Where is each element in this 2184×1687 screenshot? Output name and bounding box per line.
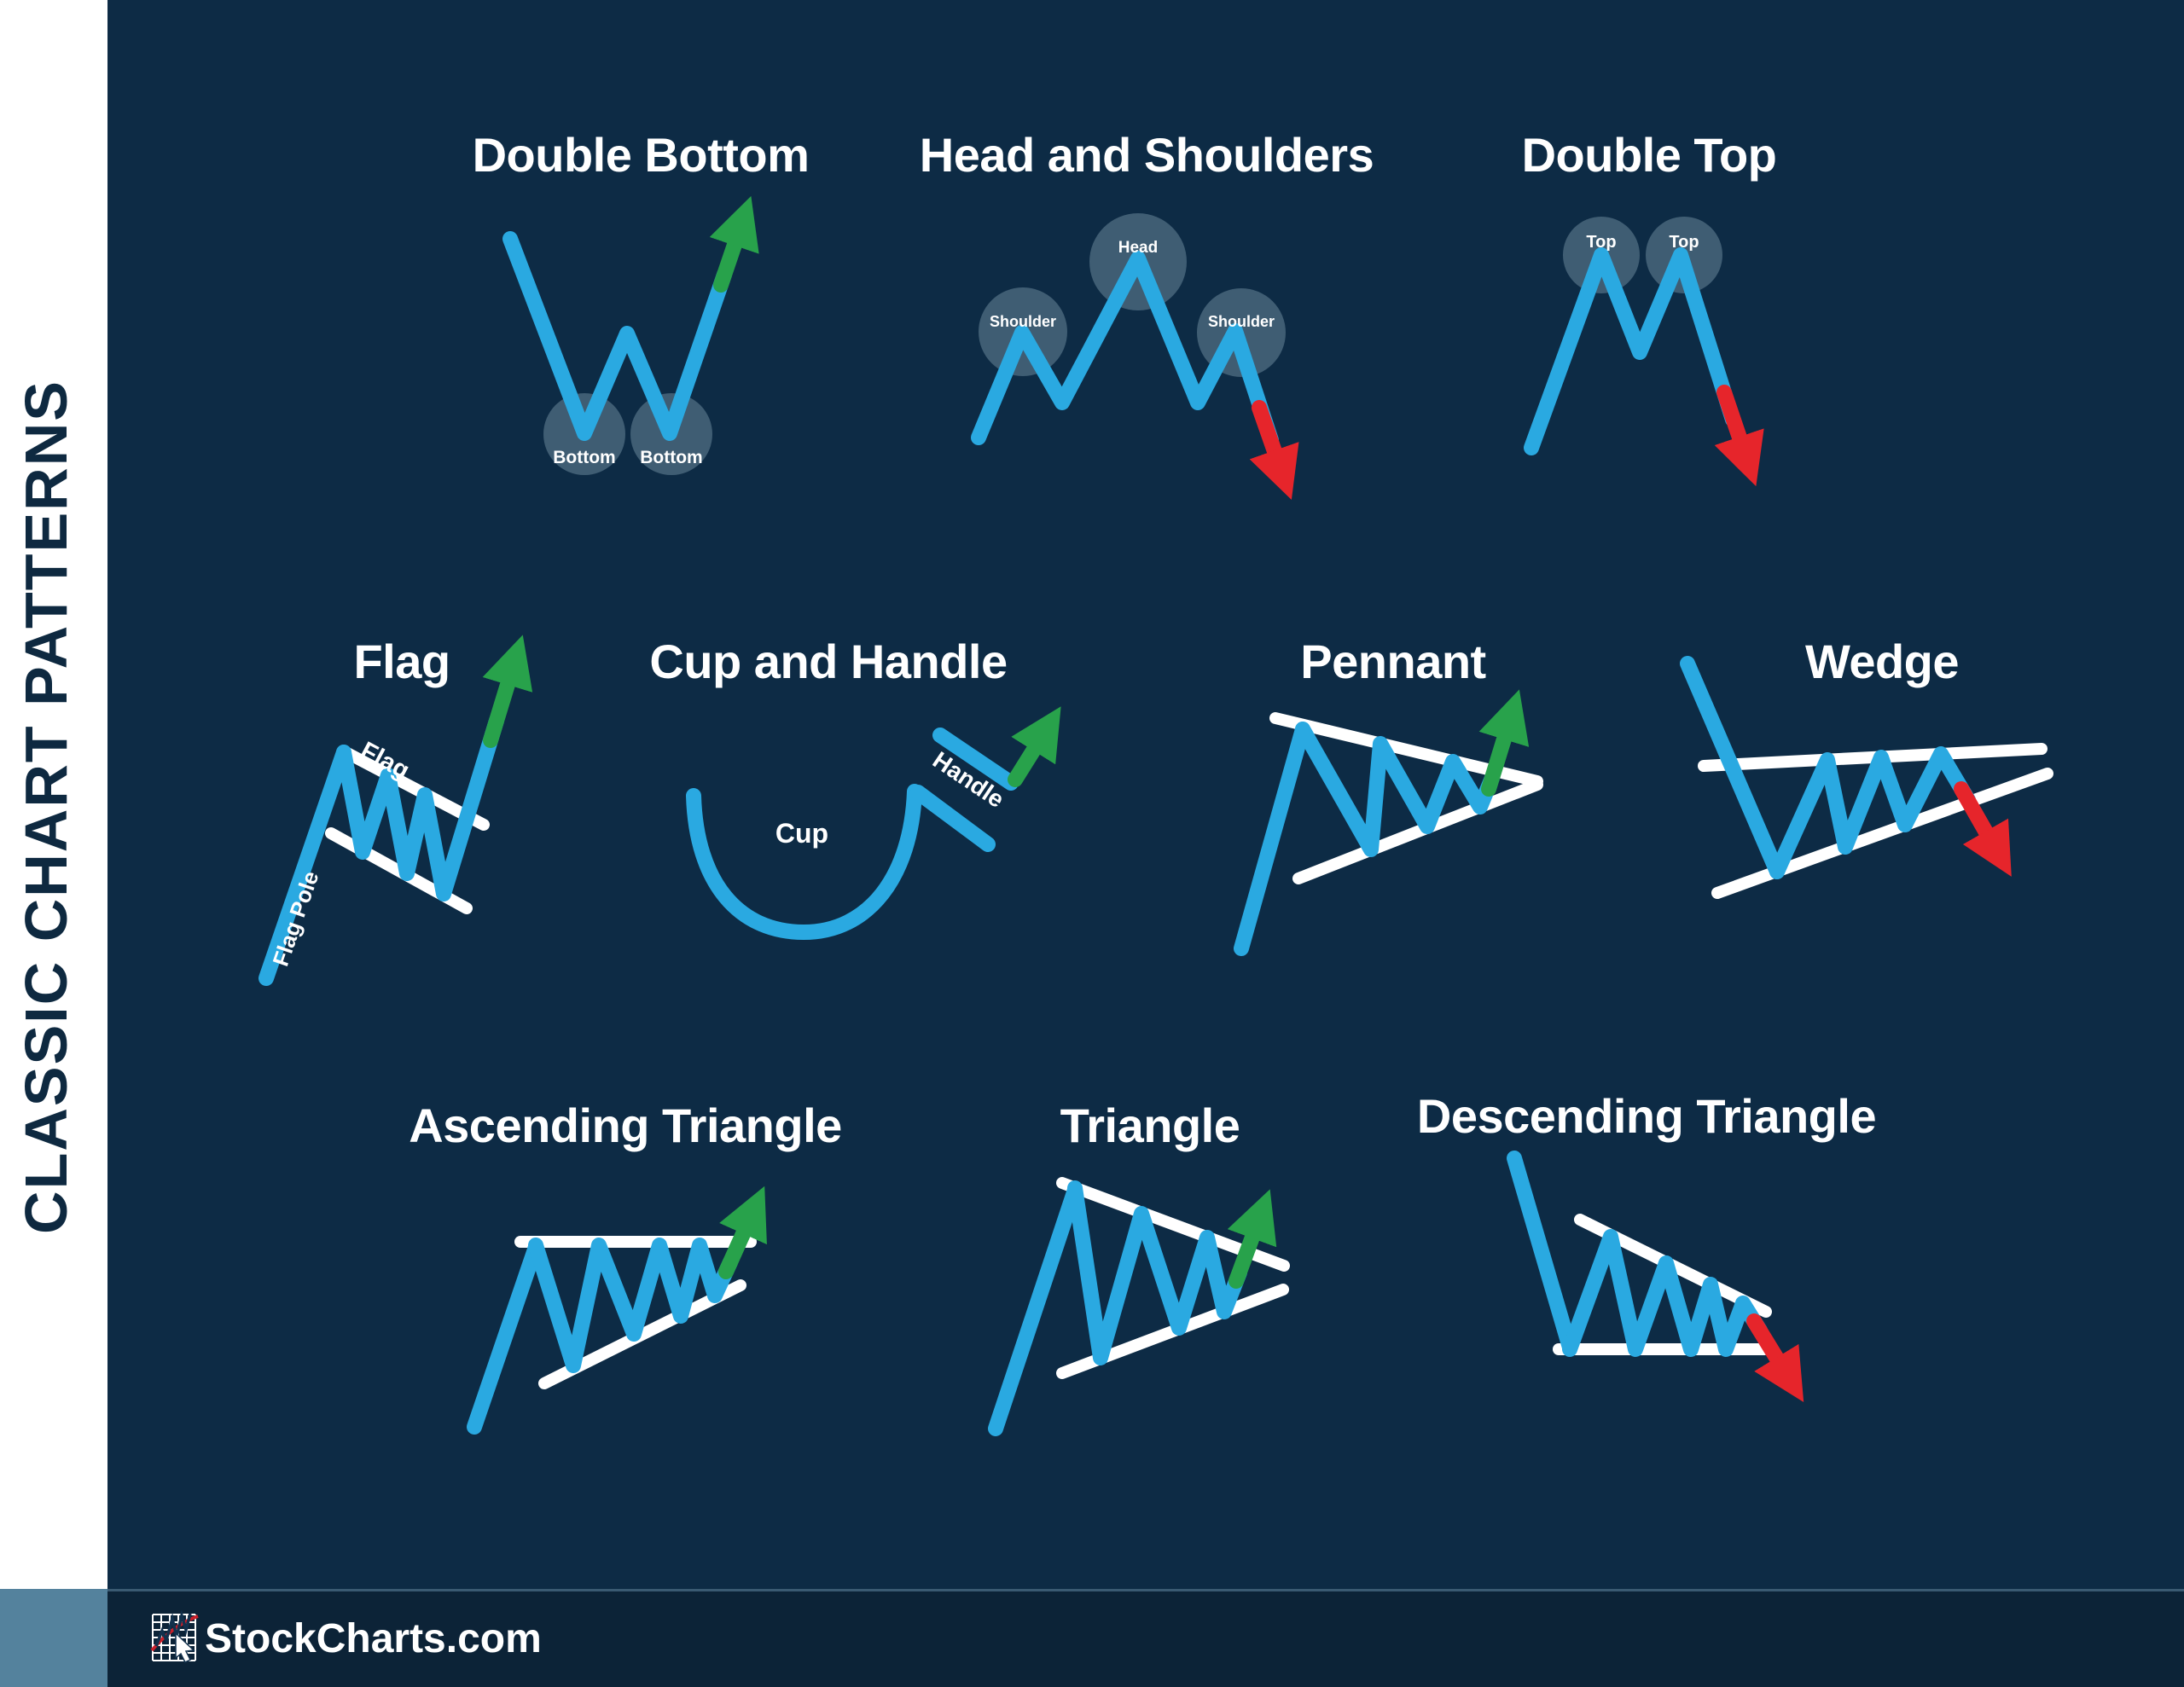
pattern-head-and-shoulders: Shoulder Head Shoulder	[971, 213, 1299, 500]
price-line	[1067, 1180, 1247, 1365]
stockcharts-grid-chart-icon	[150, 1610, 199, 1664]
price-line	[971, 251, 1279, 448]
pattern-title-wedge: Wedge	[1804, 635, 1960, 688]
up-arrow-icon	[718, 1186, 767, 1279]
price-line	[1562, 1229, 1768, 1357]
downtrend-line	[1680, 656, 1785, 879]
up-arrow-icon	[1478, 689, 1530, 797]
flag-pole-line	[258, 745, 351, 986]
flag-pole-line	[467, 1239, 543, 1435]
flag-pole-line	[1234, 722, 1310, 956]
down-arrow-icon	[1714, 385, 1764, 487]
price-line	[502, 231, 732, 441]
handle-line-upper	[932, 728, 1019, 791]
pattern-title-descending-triangle: Descending Triangle	[1416, 1089, 1877, 1143]
price-line	[528, 1238, 738, 1373]
pattern-double-bottom: Bottom Bottom	[502, 195, 759, 475]
corner-accent-square	[0, 1589, 107, 1687]
pattern-title-cup-and-handle: Cup and Handle	[649, 635, 1008, 688]
cup-curve	[686, 784, 922, 940]
pattern-title-triangle: Triangle	[1060, 1099, 1240, 1152]
annotation-label: Bottom	[553, 448, 615, 467]
pattern-double-top: Top Top	[1524, 217, 1764, 487]
logo-zigzag	[154, 1610, 192, 1647]
patterns-canvas: Bottom Bottom Shoulder Head Shoulder Top…	[258, 195, 2053, 1436]
cursor-icon	[175, 1632, 195, 1664]
pattern-flag: Flag Flag Pole	[258, 635, 533, 986]
pattern-title-flag: Flag	[353, 635, 450, 688]
annotation-label: Top	[1669, 233, 1699, 252]
pattern-cup-and-handle: Cup Handle	[686, 706, 1061, 940]
pattern-title-ascending-triangle: Ascending Triangle	[409, 1099, 842, 1152]
pattern-ascending-triangle	[467, 1186, 767, 1435]
brand-wordmark: StockCharts.com	[205, 1616, 542, 1661]
annotation-label: Shoulder	[990, 313, 1056, 330]
footer-divider	[107, 1589, 2184, 1591]
down-arrow-icon	[1746, 1313, 1804, 1403]
handle-line-lower	[910, 785, 996, 852]
pattern-triangle	[988, 1177, 1290, 1436]
annotation-label: Top	[1586, 233, 1616, 252]
up-arrow-icon	[709, 195, 759, 293]
sidebar	[0, 0, 107, 1589]
annotation-label: Head	[1118, 239, 1158, 257]
trend-line-upper	[1698, 743, 2048, 772]
pattern-wedge	[1680, 656, 2053, 899]
downtrend-line	[1507, 1151, 1577, 1355]
footer-bar	[107, 1589, 2184, 1687]
price-line	[1524, 247, 1740, 455]
pattern-title-head-and-shoulders: Head and Shoulders	[919, 128, 1374, 182]
price-line	[1769, 746, 1976, 879]
annotation-label: Flag Pole	[267, 868, 323, 970]
up-arrow-icon	[482, 635, 533, 748]
pattern-pennant	[1234, 689, 1543, 956]
pattern-descending-triangle	[1507, 1151, 1804, 1403]
down-arrow-icon	[1249, 400, 1299, 500]
down-arrow-icon	[1954, 781, 2012, 877]
flag-pole-line	[988, 1182, 1083, 1436]
pattern-title-double-top: Double Top	[1521, 128, 1777, 182]
trend-line-lower	[1292, 779, 1543, 884]
annotation-label: Bottom	[640, 448, 702, 467]
price-line	[1295, 722, 1500, 857]
annotation-label: Cup	[775, 818, 828, 849]
price-line	[336, 713, 504, 901]
pattern-title-pennant: Pennant	[1300, 635, 1486, 688]
up-arrow-icon	[1008, 706, 1061, 787]
annotation-label: Shoulder	[1208, 313, 1275, 330]
up-arrow-icon	[1227, 1189, 1277, 1289]
pattern-title-double-bottom: Double Bottom	[472, 128, 810, 182]
